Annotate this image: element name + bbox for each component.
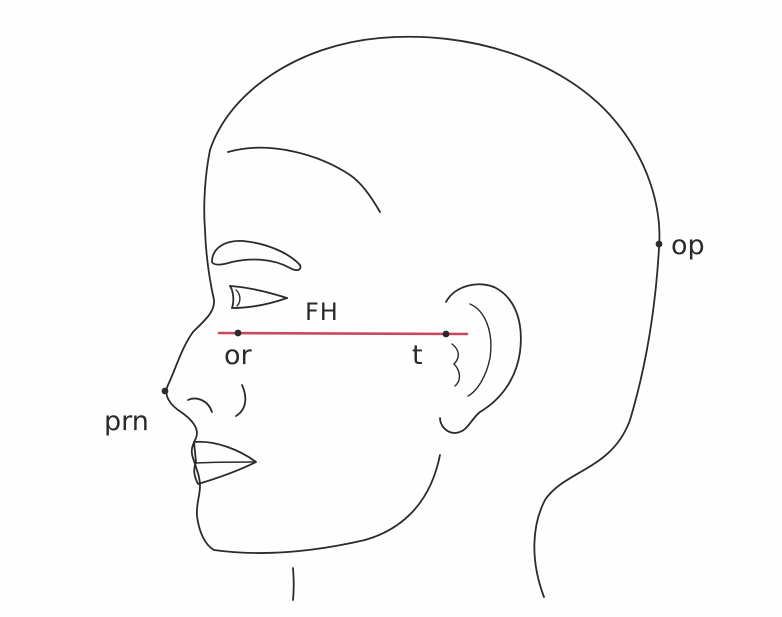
label-t: t	[412, 340, 423, 371]
face-profile	[165, 149, 366, 554]
label-fh: FH	[305, 298, 339, 326]
label-op: op	[671, 230, 705, 261]
ear-tragus	[451, 343, 461, 387]
ear-outline	[439, 283, 522, 434]
label-prn: prn	[104, 406, 149, 437]
eye-front	[229, 285, 235, 309]
ear-inner	[467, 303, 492, 397]
jaw-line	[364, 454, 441, 541]
cheek-curve	[235, 384, 247, 417]
tragion-point	[442, 330, 450, 338]
eye-upper	[229, 285, 288, 299]
eye-lower	[231, 297, 288, 309]
lip-line	[195, 461, 257, 464]
eye-iris	[235, 289, 241, 307]
opisthocranion-point	[655, 240, 663, 248]
pronasale-point	[161, 387, 169, 395]
nostril	[187, 397, 213, 413]
neck-front	[292, 567, 295, 601]
eyebrow	[211, 240, 302, 272]
hairline	[227, 146, 381, 213]
frankfort-horizontal-line	[217, 331, 469, 336]
label-or: or	[224, 340, 253, 371]
lips	[193, 440, 257, 485]
skull-outline	[209, 35, 661, 598]
orbitale-point	[234, 329, 242, 337]
